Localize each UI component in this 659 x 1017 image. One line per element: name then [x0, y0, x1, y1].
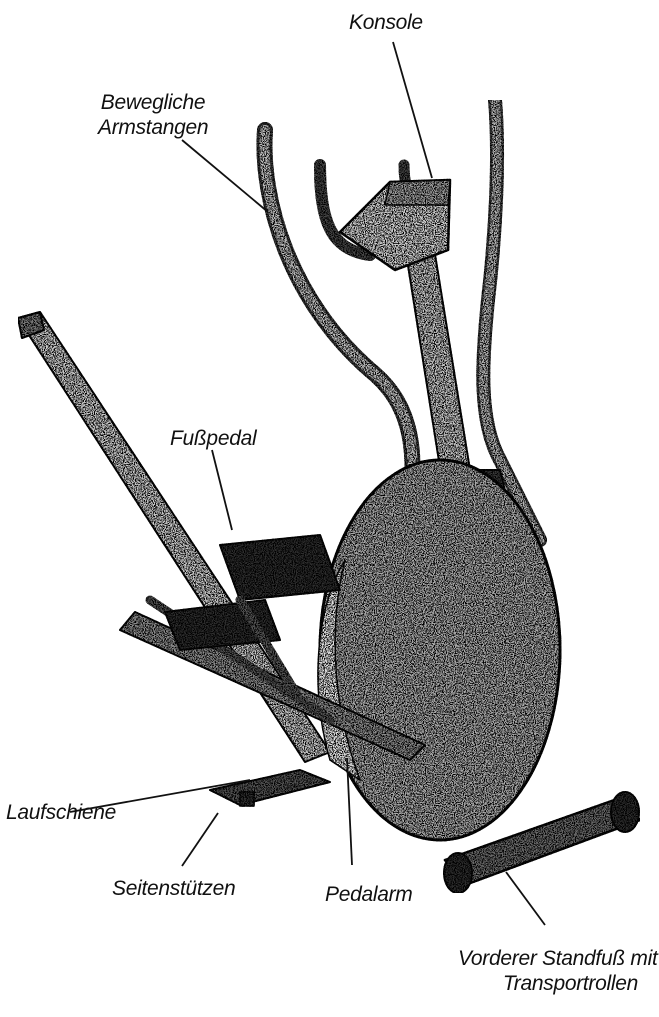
label-laufschiene: Laufschiene	[6, 800, 116, 825]
foot-pedal-front	[220, 535, 340, 600]
label-armstangen-line1: Bewegliche	[98, 90, 208, 115]
flywheel-cover	[320, 460, 560, 840]
side-support	[210, 770, 330, 805]
leader-standfuss	[506, 872, 545, 925]
label-armstangen-line2: Armstangen	[98, 115, 208, 140]
label-seitenstuetzen: Seitenstützen	[112, 876, 235, 901]
label-standfuss-line2: Transportrollen	[458, 971, 654, 996]
leader-armstangen	[182, 140, 268, 212]
label-vorderer-standfuss: Vorderer Standfuß mit Transportrollen	[458, 946, 654, 996]
leader-konsole	[393, 42, 432, 178]
label-pedalarm: Pedalarm	[325, 882, 412, 907]
leader-seitenstuetzen	[182, 813, 218, 866]
label-fusspedal: Fußpedal	[170, 426, 256, 451]
label-bewegliche-armstangen: Bewegliche Armstangen	[98, 90, 208, 140]
leader-fusspedal	[212, 450, 232, 530]
label-konsole: Konsole	[349, 10, 423, 35]
label-standfuss-line1: Vorderer Standfuß mit	[458, 946, 654, 971]
machine-illustration	[18, 100, 640, 893]
transport-wheel-left	[444, 853, 472, 893]
transport-wheel-right	[611, 792, 639, 832]
